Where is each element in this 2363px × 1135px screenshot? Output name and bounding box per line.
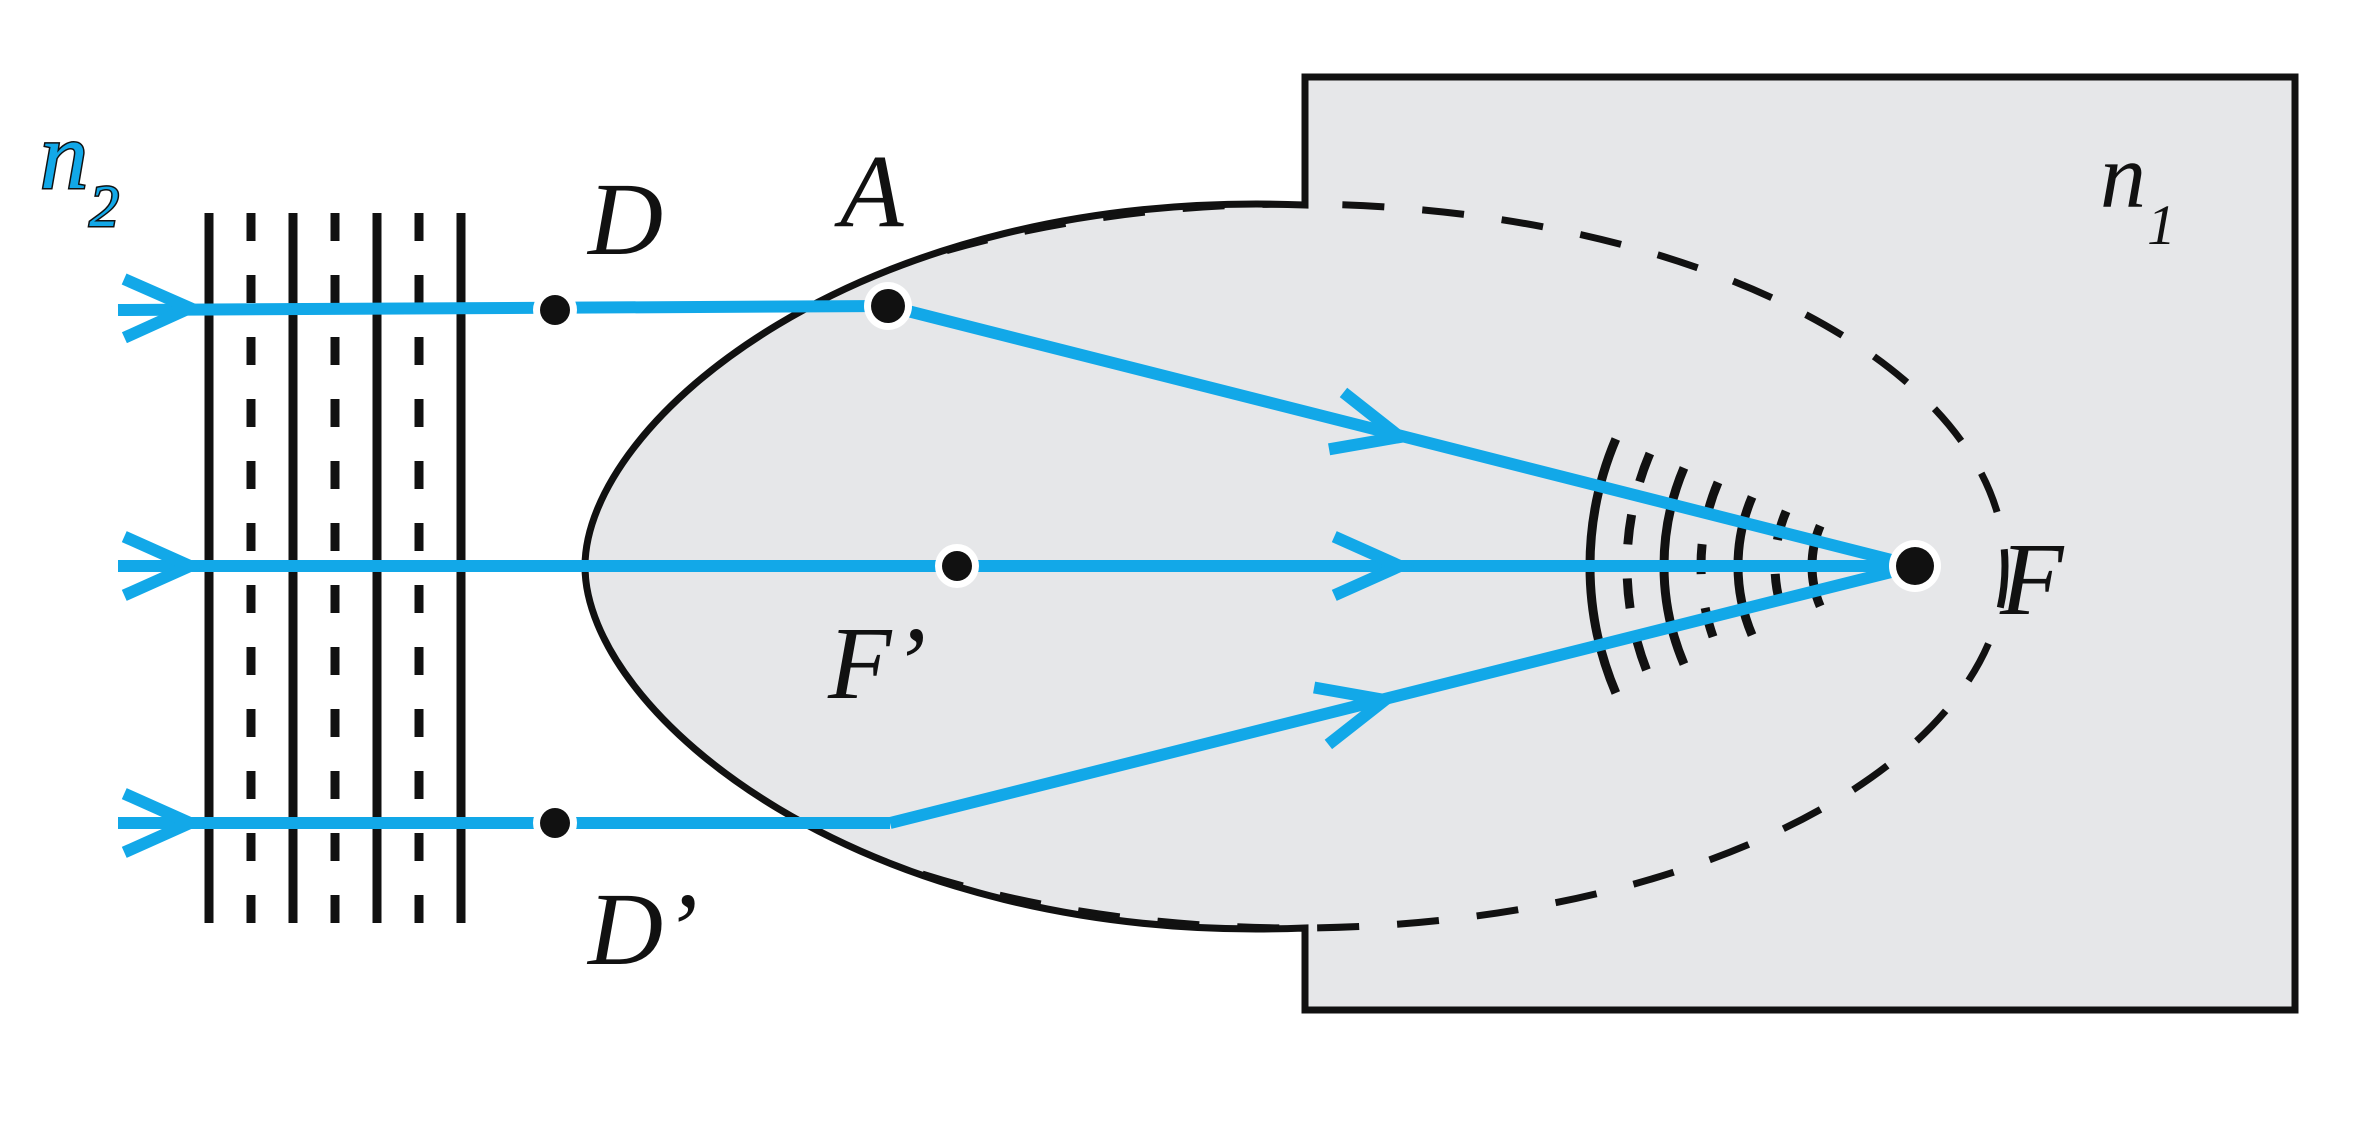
label-n1-base: n (2100, 125, 2146, 227)
ray-arrowhead-upper-refracted (1328, 387, 1415, 456)
label-f-prime: F’ (828, 606, 927, 721)
point-D-prime (540, 808, 570, 838)
ray-arrowhead-upper-incident (121, 273, 205, 344)
ray-lower-refracted (888, 560, 1917, 829)
point-group (533, 282, 1941, 845)
point-D (540, 295, 570, 325)
label-n1: n1 (2100, 130, 2176, 254)
point-F-prime (942, 551, 972, 581)
point-A (871, 289, 905, 323)
label-n2: n2 (39, 106, 121, 237)
label-d: D (588, 162, 664, 277)
ray-upper-incident (117, 300, 889, 316)
label-f: F (2000, 522, 2064, 637)
converged-wavefront-6 (1770, 509, 1791, 623)
label-a: A (840, 134, 904, 249)
ray-group (117, 273, 1917, 858)
point-F (1896, 547, 1934, 585)
label-n1-subscript: 1 (2147, 193, 2176, 257)
label-n2-base: n (39, 102, 90, 209)
ray-arrowhead-axis-refracted (1331, 531, 1415, 601)
label-n2-subscript: 2 (88, 173, 121, 240)
ray-arrowhead-lower-incident (121, 788, 205, 858)
converged-wavefront-2 (1622, 451, 1655, 681)
label-d-prime: D’ (588, 872, 698, 987)
ray-arrowhead-lower-refracted (1313, 681, 1400, 750)
ray-arrowhead-axis-incident (121, 531, 205, 601)
